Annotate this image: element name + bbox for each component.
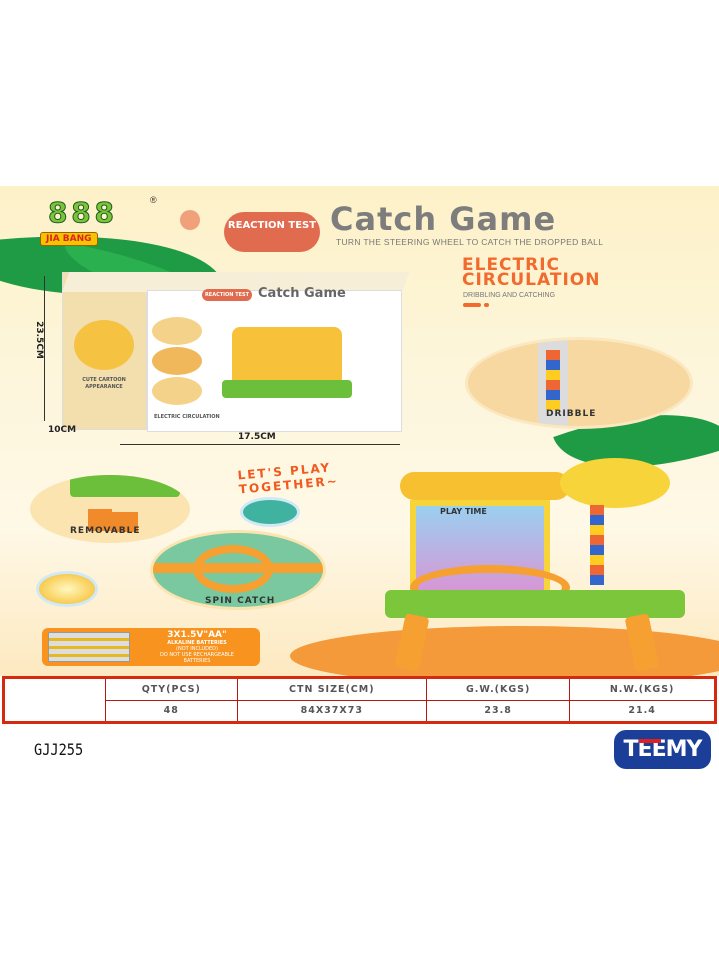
header-gross-weight: G.W.(KGS) <box>426 677 571 701</box>
box-side-text: CUTE CARTOON APPEARANCE <box>82 377 126 390</box>
box-badge: REACTION TEST <box>202 289 252 301</box>
value-gross-weight: 23.8 <box>426 699 571 723</box>
registered-mark: ® <box>150 195 157 205</box>
product-box: CUTE CARTOON APPEARANCE REACTION TEST Ca… <box>62 272 410 432</box>
value-net-weight: 21.4 <box>569 699 716 723</box>
spin-catch-detail <box>150 530 326 610</box>
toy-product-image: PLAY TIME <box>370 450 690 675</box>
table-header-row: QTY(PCS) CTN SIZE(CM) G.W.(KGS) N.W.(KGS… <box>3 677 716 723</box>
decor-bar <box>463 303 481 307</box>
product-title: Catch Game <box>330 200 557 238</box>
ball-icon <box>36 571 98 607</box>
battery-type: ALKALINE BATTERIES <box>167 640 227 646</box>
battery-warning-2: BATTERIES <box>183 658 211 664</box>
battery-icon <box>48 632 130 662</box>
width-dimension: 17.5CM <box>238 432 276 442</box>
dribble-detail <box>465 337 693 429</box>
value-ctn-size: 84X37X73 <box>236 699 428 723</box>
frog-ball <box>240 497 300 527</box>
header-qty: QTY(PCS) <box>105 677 238 701</box>
table-row: 48 84X37X73 23.8 21.4 <box>4 699 716 723</box>
box-title: Catch Game <box>258 286 346 301</box>
header-ctn-size: CTN SIZE(CM) <box>236 677 428 701</box>
height-line <box>44 276 45 421</box>
width-line <box>120 444 400 445</box>
decor-dot <box>484 303 489 307</box>
dribble-label: DRIBBLE <box>546 409 597 419</box>
spin-catch-label: SPIN CATCH <box>205 596 276 606</box>
depth-dimension: 10CM <box>48 425 77 435</box>
decor-dot <box>180 210 200 230</box>
model-number: GJJ255 <box>34 740 84 759</box>
battery-spec: 3X1.5V"AA" <box>167 630 227 640</box>
feature-title-line2: CIRCULATION <box>462 270 601 290</box>
removable-label: REMOVABLE <box>70 526 141 536</box>
product-subtitle: TURN THE STEERING WHEEL TO CATCH THE DRO… <box>336 237 604 247</box>
feature-subtitle: DRIBBLING AND CATCHING <box>463 292 556 299</box>
battery-not-included: (NOT INCLUDED) <box>176 646 218 652</box>
teemy-logo: TEEMY <box>614 730 711 769</box>
battery-warning: DO NOT USE RECHARGEABLE <box>160 652 234 658</box>
table-blank-cell <box>3 677 106 723</box>
header-net-weight: N.W.(KGS) <box>569 677 716 701</box>
battery-notice: 3X1.5V"AA" ALKALINE BATTERIES (NOT INCLU… <box>42 628 260 666</box>
reaction-test-badge: REACTION TEST <box>224 212 320 252</box>
jiabang-logo: 8 8 8 JIA BANG <box>36 196 146 246</box>
feature-title-line1: ELECTRIC <box>462 255 561 275</box>
removable-detail <box>30 475 190 543</box>
play-time-text: PLAY TIME <box>440 507 487 516</box>
spec-table: QTY(PCS) CTN SIZE(CM) G.W.(KGS) N.W.(KGS… <box>2 676 717 724</box>
value-qty: 48 <box>105 699 238 723</box>
height-dimension: 23.5CM <box>33 321 44 359</box>
brand-name: JIA BANG <box>40 232 98 246</box>
box-front-text: ELECTRIC CIRCULATION <box>154 414 220 420</box>
